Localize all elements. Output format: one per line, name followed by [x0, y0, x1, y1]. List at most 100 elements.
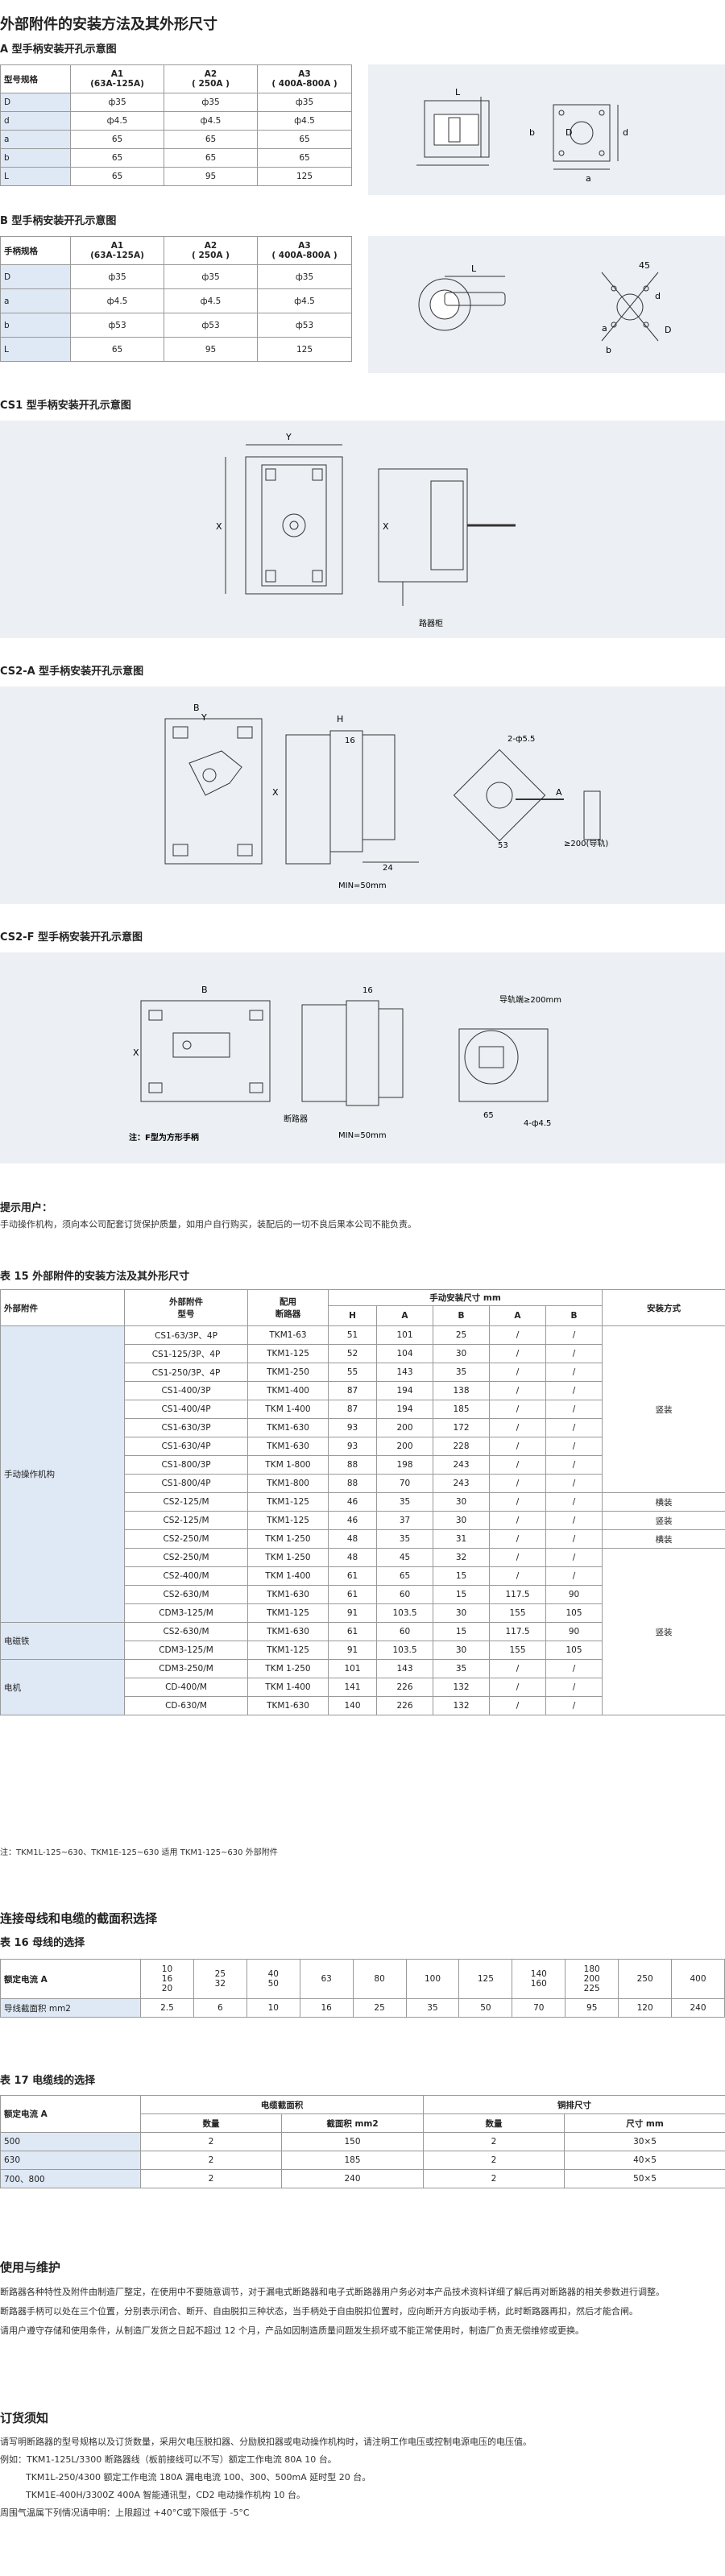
- diagram-a: L b D a d: [368, 64, 725, 195]
- cs2f-title: CS2-F 型手柄安装开孔示意图: [0, 931, 143, 944]
- svg-text:MIN=50mm: MIN=50mm: [338, 1131, 387, 1140]
- cs2a-title: CS2-A 型手柄安装开孔示意图: [0, 666, 144, 678]
- maintenance-line: 断路器各种特性及附件由制造厂整定，在使用中不要随意调节，对于漏电式断路器和电子式…: [0, 2287, 665, 2297]
- svg-text:Y: Y: [201, 712, 207, 723]
- svg-text:d: d: [655, 291, 661, 301]
- table-b-col: A2( 250A ): [164, 236, 258, 265]
- diagram-cs1: Y X X 路器柜: [0, 421, 725, 638]
- svg-text:X: X: [272, 787, 279, 798]
- svg-text:24: 24: [383, 864, 393, 873]
- section-b-title: B 型手柄安装开孔示意图: [0, 215, 117, 227]
- svg-text:L: L: [471, 263, 477, 274]
- ordering-line: 例如：TKM1-125L/3300 断路器线（板前接线可以不写）额定工作电流 8…: [0, 2454, 337, 2465]
- table16-title: 表 16 母线的选择: [0, 1937, 85, 1949]
- svg-text:a: a: [586, 173, 591, 184]
- svg-text:路器柜: 路器柜: [419, 618, 443, 628]
- svg-text:≥200(导轨): ≥200(导轨): [564, 838, 608, 848]
- svg-text:X: X: [383, 521, 389, 532]
- svg-text:b: b: [606, 345, 611, 355]
- maintenance-line: 请用户遵守存储和使用条件，从制造厂发货之日起不超过 12 个月，产品如因制造质量…: [0, 2325, 584, 2336]
- table-b-col: A3( 400A-800A ): [257, 236, 352, 265]
- svg-text:D: D: [665, 325, 671, 335]
- tip-text: 手动操作机构，须向本公司配套订货保护质量，如用户自行购买，装配后的一切不良后果本…: [0, 1219, 416, 1230]
- table-a-col: A1(63A-125A): [70, 64, 164, 93]
- svg-text:d: d: [623, 127, 628, 138]
- diagram-cs2f: B X 16 断路器 MIN=50mm 导轨端≥200mm 4-ф4.5 65 …: [0, 952, 725, 1164]
- table-a-col: A3( 400A-800A ): [257, 64, 352, 93]
- svg-text:导轨端≥200mm: 导轨端≥200mm: [499, 994, 561, 1005]
- maintenance-body: 断路器各种特性及附件由制造厂整定，在使用中不要随意调节，对于漏电式断路器和电子式…: [0, 2283, 725, 2341]
- table-a: 型号规格 A1(63A-125A) A2( 250A ) A3( 400A-80…: [0, 64, 352, 186]
- svg-text:X: X: [216, 521, 222, 532]
- ordering-body: 请写明断路器的型号规格以及订货数量，采用欠电压脱扣器、分励脱扣器或电动操作机构时…: [0, 2433, 725, 2522]
- svg-text:16: 16: [362, 986, 373, 995]
- svg-text:MIN=50mm: MIN=50mm: [338, 881, 387, 890]
- svg-text:53: 53: [498, 841, 508, 850]
- tip-title: 提示用户：: [0, 1202, 53, 1214]
- svg-text:Y: Y: [285, 432, 292, 442]
- svg-text:D: D: [566, 127, 572, 138]
- section-a-title: A 型手柄安装开孔示意图: [0, 44, 117, 56]
- svg-text:b: b: [529, 127, 535, 138]
- maintenance-heading: 使用与维护: [0, 2260, 61, 2275]
- svg-text:X: X: [133, 1047, 139, 1058]
- ordering-line: TKM1L-250/4300 额定工作电流 180A 漏电电流 100、300、…: [26, 2472, 371, 2483]
- svg-text:L: L: [455, 87, 461, 97]
- svg-text:B: B: [201, 985, 208, 995]
- table17-title: 表 17 电缆线的选择: [0, 2075, 96, 2087]
- svg-text:45: 45: [639, 260, 650, 271]
- maintenance-line: 断路器手柄可以处在三个位置，分别表示闭合、断开、自由脱扣三种状态，当手柄处于自由…: [0, 2306, 638, 2317]
- ordering-line: TKM1E-400H/3300Z 400A 智能通讯型，CD2 电动操作机构 1…: [26, 2490, 305, 2500]
- ordering-line: 周围气温属下列情况请申明：上限超过 +40°C或下限低于 -5°C: [0, 2508, 250, 2518]
- svg-text:H: H: [337, 714, 343, 724]
- table-b-col: A1(63A-125A): [70, 236, 164, 265]
- svg-text:65: 65: [483, 1111, 494, 1120]
- table-a-col: A2( 250A ): [164, 64, 258, 93]
- diagram-cs2a: B Y X H 16 24 MIN=50mm 2-ф5.5 53 ≥200(导轨…: [0, 687, 725, 904]
- diagram-b: L 45 d a b D: [368, 236, 725, 373]
- busbar-heading: 连接母线和电缆的截面积选择: [0, 1911, 158, 1926]
- table-a-corner: 型号规格: [0, 64, 71, 93]
- cs1-title: CS1 型手柄安装开孔示意图: [0, 400, 131, 412]
- svg-text:a: a: [602, 323, 607, 334]
- svg-text:断路器: 断路器: [284, 1114, 308, 1124]
- ordering-heading: 订货须知: [0, 2411, 49, 2425]
- table15-note: 注：TKM1L-125~630、TKM1E-125~630 适用 TKM1-12…: [0, 1848, 278, 1857]
- table-b: 手柄规格 A1(63A-125A) A2( 250A ) A3( 400A-80…: [0, 236, 352, 362]
- table15-title: 表 15 外部附件的安装方法及其外形尺寸: [0, 1271, 190, 1283]
- svg-text:A: A: [556, 787, 562, 798]
- svg-text:16: 16: [345, 736, 355, 745]
- page-title: 外部附件的安装方法及其外形尺寸: [0, 16, 218, 33]
